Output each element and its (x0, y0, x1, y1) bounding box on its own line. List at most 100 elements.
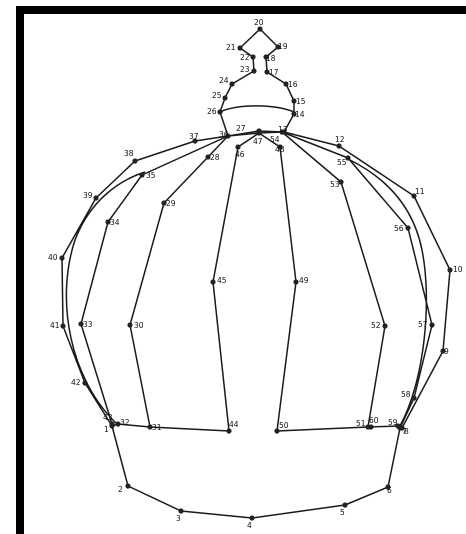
edge-11-12 (339, 146, 414, 196)
point-label-58: 58 (401, 390, 411, 399)
curve-right-inner (350, 160, 426, 426)
point-label-56: 56 (394, 224, 404, 233)
point-label-22: 22 (240, 53, 250, 62)
point-22 (250, 54, 255, 59)
edge-5-6 (345, 487, 388, 505)
edges (62, 29, 450, 518)
point-label-43: 43 (103, 413, 113, 422)
point-5 (342, 502, 347, 507)
point-label-39: 39 (83, 191, 93, 200)
point-12 (336, 143, 341, 148)
point-label-55: 55 (337, 158, 347, 167)
edge-38-37 (135, 141, 195, 161)
point-4 (249, 515, 254, 520)
point-label-42: 42 (71, 378, 81, 387)
edge-52-53 (341, 182, 385, 326)
point-26 (217, 109, 222, 114)
point-label-26: 26 (207, 107, 217, 116)
edge-45-46 (213, 147, 238, 282)
point-label-8: 8 (404, 427, 409, 436)
point-label-35: 35 (146, 171, 156, 180)
point-label-46: 46 (235, 150, 245, 159)
point-47 (256, 130, 261, 135)
point-label-40: 40 (48, 253, 58, 262)
point-label-49: 49 (299, 276, 309, 285)
point-35 (139, 172, 144, 177)
border-left (16, 6, 24, 534)
point-23 (251, 68, 256, 73)
point-24 (229, 81, 234, 86)
point-label-47: 47 (253, 137, 263, 146)
edge-3-4 (181, 511, 252, 518)
point-label-14: 14 (295, 110, 305, 119)
point-labels: 1234567891011121314151617181920212223242… (48, 18, 463, 530)
point-label-25: 25 (212, 91, 222, 100)
points (59, 26, 452, 520)
border-top (16, 6, 466, 14)
edge-4-5 (252, 505, 345, 518)
point-38 (132, 158, 137, 163)
point-49 (293, 279, 298, 284)
point-label-16: 16 (288, 80, 298, 89)
point-label-59: 59 (388, 418, 398, 427)
point-label-41: 41 (50, 321, 60, 330)
edge-19-20 (260, 29, 278, 47)
point-label-21: 21 (226, 43, 236, 52)
edge-10-11 (414, 196, 450, 270)
point-44 (226, 428, 231, 433)
edge-42-41 (63, 326, 85, 383)
point-label-32: 32 (120, 418, 130, 427)
point-label-52: 52 (371, 321, 381, 330)
point-3 (178, 508, 183, 513)
point-label-18: 18 (266, 54, 276, 63)
point-label-4: 4 (247, 521, 252, 530)
point-label-44: 44 (229, 420, 239, 429)
curve-top-cap (222, 106, 294, 112)
edge-30-29 (130, 203, 164, 325)
edge-50-51 (277, 427, 368, 431)
point-52 (382, 323, 387, 328)
edge-1-2 (112, 426, 128, 486)
point-label-37: 37 (189, 132, 199, 141)
point-40 (59, 255, 64, 260)
point-label-29: 29 (166, 199, 176, 208)
edge-9-10 (443, 270, 450, 351)
point-label-10: 10 (453, 265, 463, 274)
point-label-24: 24 (219, 76, 229, 85)
edge-2-3 (128, 486, 181, 511)
point-label-60: 60 (369, 416, 379, 425)
point-45 (210, 279, 215, 284)
point-43 (109, 421, 114, 426)
point-label-53: 53 (330, 180, 340, 189)
point-label-51: 51 (356, 419, 366, 428)
point-label-57: 57 (418, 320, 428, 329)
point-60 (368, 424, 373, 429)
point-label-30: 30 (134, 321, 144, 330)
point-46 (235, 144, 240, 149)
point-58 (411, 395, 416, 400)
point-label-27: 27 (236, 124, 246, 133)
point-39 (93, 195, 98, 200)
point-label-15: 15 (296, 97, 306, 106)
point-57 (429, 322, 434, 327)
point-42 (82, 380, 87, 385)
point-label-3: 3 (176, 514, 181, 523)
point-label-17: 17 (269, 68, 279, 77)
point-label-54: 54 (270, 135, 280, 144)
point-label-31: 31 (152, 423, 162, 432)
edge-41-40 (62, 258, 63, 326)
point-label-2: 2 (118, 485, 123, 494)
edge-44-45 (213, 282, 229, 431)
curve-left-inner (66, 172, 145, 425)
point-label-38: 38 (124, 149, 134, 158)
edge-29-28 (164, 157, 208, 203)
point-label-28: 28 (210, 153, 220, 162)
edge-56-55 (348, 158, 408, 228)
point-label-34: 34 (110, 218, 120, 227)
edge-49-48 (280, 147, 296, 282)
point-label-50: 50 (279, 421, 289, 430)
edge-43-33 (81, 324, 112, 424)
edge-20-21 (240, 29, 260, 48)
point-21 (237, 45, 242, 50)
